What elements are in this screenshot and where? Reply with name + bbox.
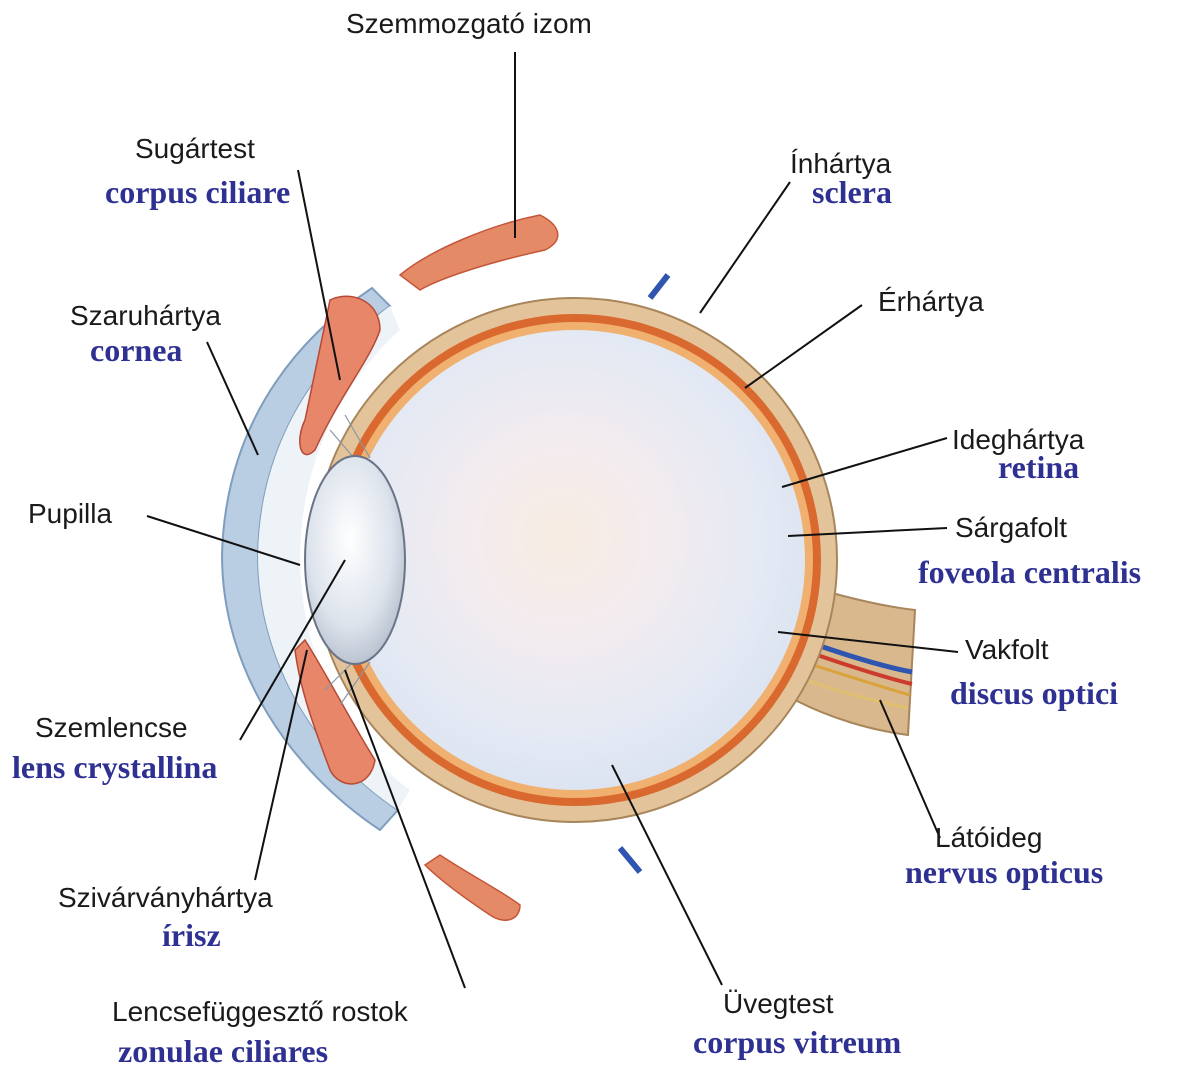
label-sclera-latin: sclera xyxy=(812,175,892,209)
label-cornea: Szaruhártya xyxy=(70,300,221,332)
lens xyxy=(305,456,405,664)
label-lens-latin: lens crystallina xyxy=(12,750,217,784)
label-ciliary-body-latin: corpus ciliare xyxy=(105,175,290,209)
label-zonules: Lencsefüggesztő rostok xyxy=(112,996,408,1028)
label-fovea: Sárgafolt xyxy=(955,512,1067,544)
label-pupil: Pupilla xyxy=(28,498,112,530)
label-vitreous: Üvegtest xyxy=(723,988,834,1020)
extraocular-muscle-bottom xyxy=(425,855,520,920)
label-ciliary-body: Sugártest xyxy=(135,133,255,165)
label-zonules-latin: zonulae ciliares xyxy=(118,1034,328,1068)
label-retina-latin: retina xyxy=(998,450,1079,484)
label-lens: Szemlencse xyxy=(35,712,188,744)
label-fovea-latin: foveola centralis xyxy=(918,555,1141,589)
extraocular-muscle-top xyxy=(400,215,558,290)
label-choroid: Érhártya xyxy=(878,286,984,318)
label-optic-nerve: Látóideg xyxy=(935,822,1042,854)
label-iris-latin: írisz xyxy=(162,918,221,952)
label-blind-spot: Vakfolt xyxy=(965,634,1049,666)
label-cornea-latin: cornea xyxy=(90,333,182,367)
label-iris: Szivárványhártya xyxy=(58,882,273,914)
label-extraocular-muscle: Szemmozgató izom xyxy=(346,8,592,40)
label-optic-nerve-latin: nervus opticus xyxy=(905,855,1103,889)
label-blind-spot-latin: discus optici xyxy=(950,676,1118,710)
vitreous-body xyxy=(345,330,805,790)
label-vitreous-latin: corpus vitreum xyxy=(693,1025,901,1059)
